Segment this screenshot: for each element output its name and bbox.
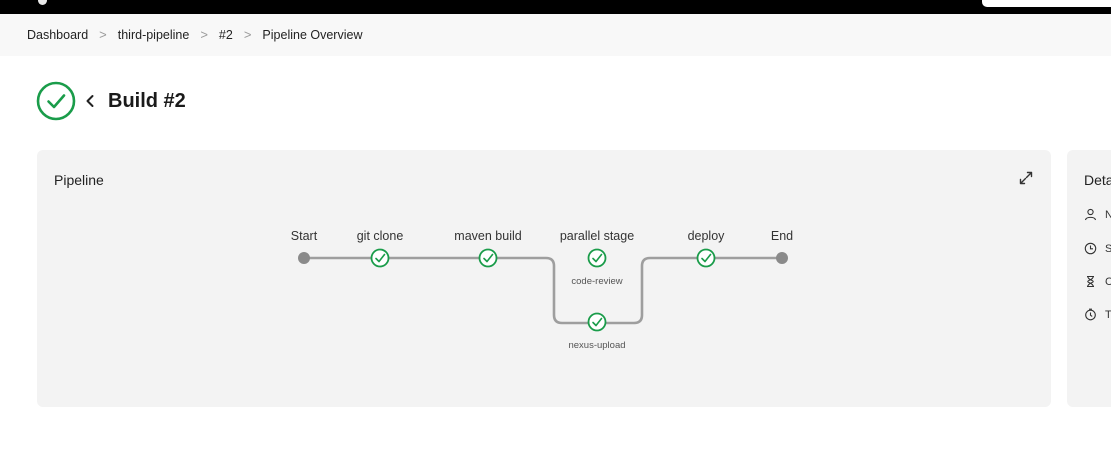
stage-label-start: Start xyxy=(291,229,318,243)
breadcrumb-pipeline-overview[interactable]: Pipeline Overview xyxy=(262,27,363,42)
detail-row-text: S xyxy=(1105,242,1111,255)
stage-label-end: End xyxy=(771,229,793,243)
breadcrumb-build[interactable]: #2 xyxy=(218,27,233,42)
stage-label-maven-build[interactable]: maven build xyxy=(454,229,521,243)
detail-row-queued: C xyxy=(1084,275,1111,288)
expand-icon[interactable] xyxy=(1018,170,1034,186)
hourglass-icon xyxy=(1087,275,1094,288)
detail-row-text: N xyxy=(1105,208,1111,221)
stage-label-deploy[interactable]: deploy xyxy=(688,229,726,243)
end-node xyxy=(776,252,788,264)
clock-icon xyxy=(1084,242,1097,255)
jenkins-logo[interactable] xyxy=(38,0,47,5)
pipeline-connector xyxy=(304,256,782,325)
stage-node-git-clone[interactable] xyxy=(370,248,390,268)
stage-node-deploy[interactable] xyxy=(696,248,716,268)
success-check-icon xyxy=(36,81,76,121)
timer-icon xyxy=(1085,308,1096,321)
detail-row-started-by: N xyxy=(1084,208,1111,221)
chevron-left-icon[interactable] xyxy=(83,93,97,109)
breadcrumb-job[interactable]: third-pipeline xyxy=(117,27,190,42)
detail-row-duration: T xyxy=(1084,308,1111,321)
breadcrumb-dashboard[interactable]: Dashboard xyxy=(27,27,89,42)
detail-row-text: T xyxy=(1105,308,1111,321)
stage-label-code-review[interactable]: code-review xyxy=(571,276,622,287)
details-panel-title: Deta xyxy=(1084,172,1111,188)
detail-row-text: C xyxy=(1105,275,1111,288)
top-navbar xyxy=(0,0,1111,14)
stage-node-nexus-upload[interactable] xyxy=(587,312,607,332)
page-title: Build #2 xyxy=(108,89,186,112)
pipeline-panel: Pipeline Start git xyxy=(37,150,1051,407)
user-icon xyxy=(1084,208,1097,221)
stage-node-code-review[interactable] xyxy=(587,248,607,268)
breadcrumb-separator: > xyxy=(99,27,107,42)
breadcrumb-separator: > xyxy=(243,27,252,42)
stage-label-git-clone[interactable]: git clone xyxy=(357,229,404,243)
breadcrumb: Dashboard > third-pipeline > #2 > Pipeli… xyxy=(27,27,362,42)
breadcrumb-bar: Dashboard > third-pipeline > #2 > Pipeli… xyxy=(0,14,1111,56)
pipeline-graph: Start git clone maven build parallel sta… xyxy=(291,229,793,351)
details-panel: Deta N S C T xyxy=(1067,150,1111,407)
stage-label-parallel-stage[interactable]: parallel stage xyxy=(560,229,634,243)
search-input[interactable] xyxy=(982,0,1111,7)
breadcrumb-separator: > xyxy=(200,27,208,42)
stage-node-maven-build[interactable] xyxy=(478,248,498,268)
pipeline-panel-title: Pipeline xyxy=(54,172,104,188)
stage-label-nexus-upload[interactable]: nexus-upload xyxy=(568,340,625,351)
page-header: Build #2 xyxy=(36,81,186,121)
start-node xyxy=(298,252,310,264)
detail-row-start-time: S xyxy=(1084,242,1111,255)
